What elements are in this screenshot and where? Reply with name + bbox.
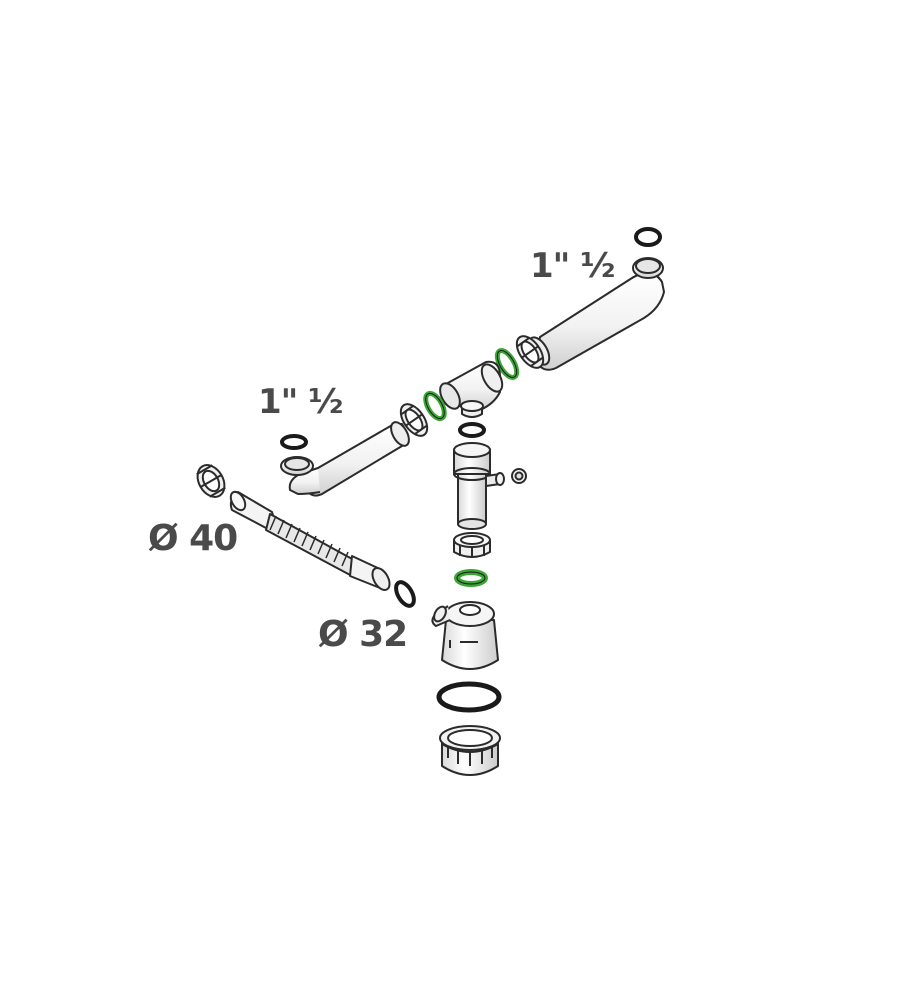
flexible-hose — [229, 490, 391, 591]
label-diameter-32: Ø 32 — [318, 614, 408, 655]
nut-standpipe — [453, 532, 491, 558]
label-diameter-40: Ø 40 — [148, 518, 238, 559]
gasket-top-right — [634, 227, 662, 247]
gasket-standpipe — [458, 422, 486, 438]
bottle-trap-cup — [439, 725, 501, 776]
nut-hose — [196, 464, 226, 498]
nut-left — [399, 403, 429, 437]
tee-junction — [439, 360, 504, 418]
left-elbow-pipe — [280, 421, 410, 497]
label-pipe-size-left: 1" ½ — [258, 382, 343, 422]
small-plug — [511, 468, 527, 484]
nut-right — [515, 335, 545, 369]
gasket-hose — [394, 580, 416, 608]
gasket-left-pipe — [280, 434, 308, 450]
gasket-large — [436, 681, 502, 713]
label-pipe-size-right: 1" ½ — [530, 246, 615, 286]
vertical-standpipe — [453, 442, 505, 530]
bottle-trap-body — [431, 601, 499, 670]
